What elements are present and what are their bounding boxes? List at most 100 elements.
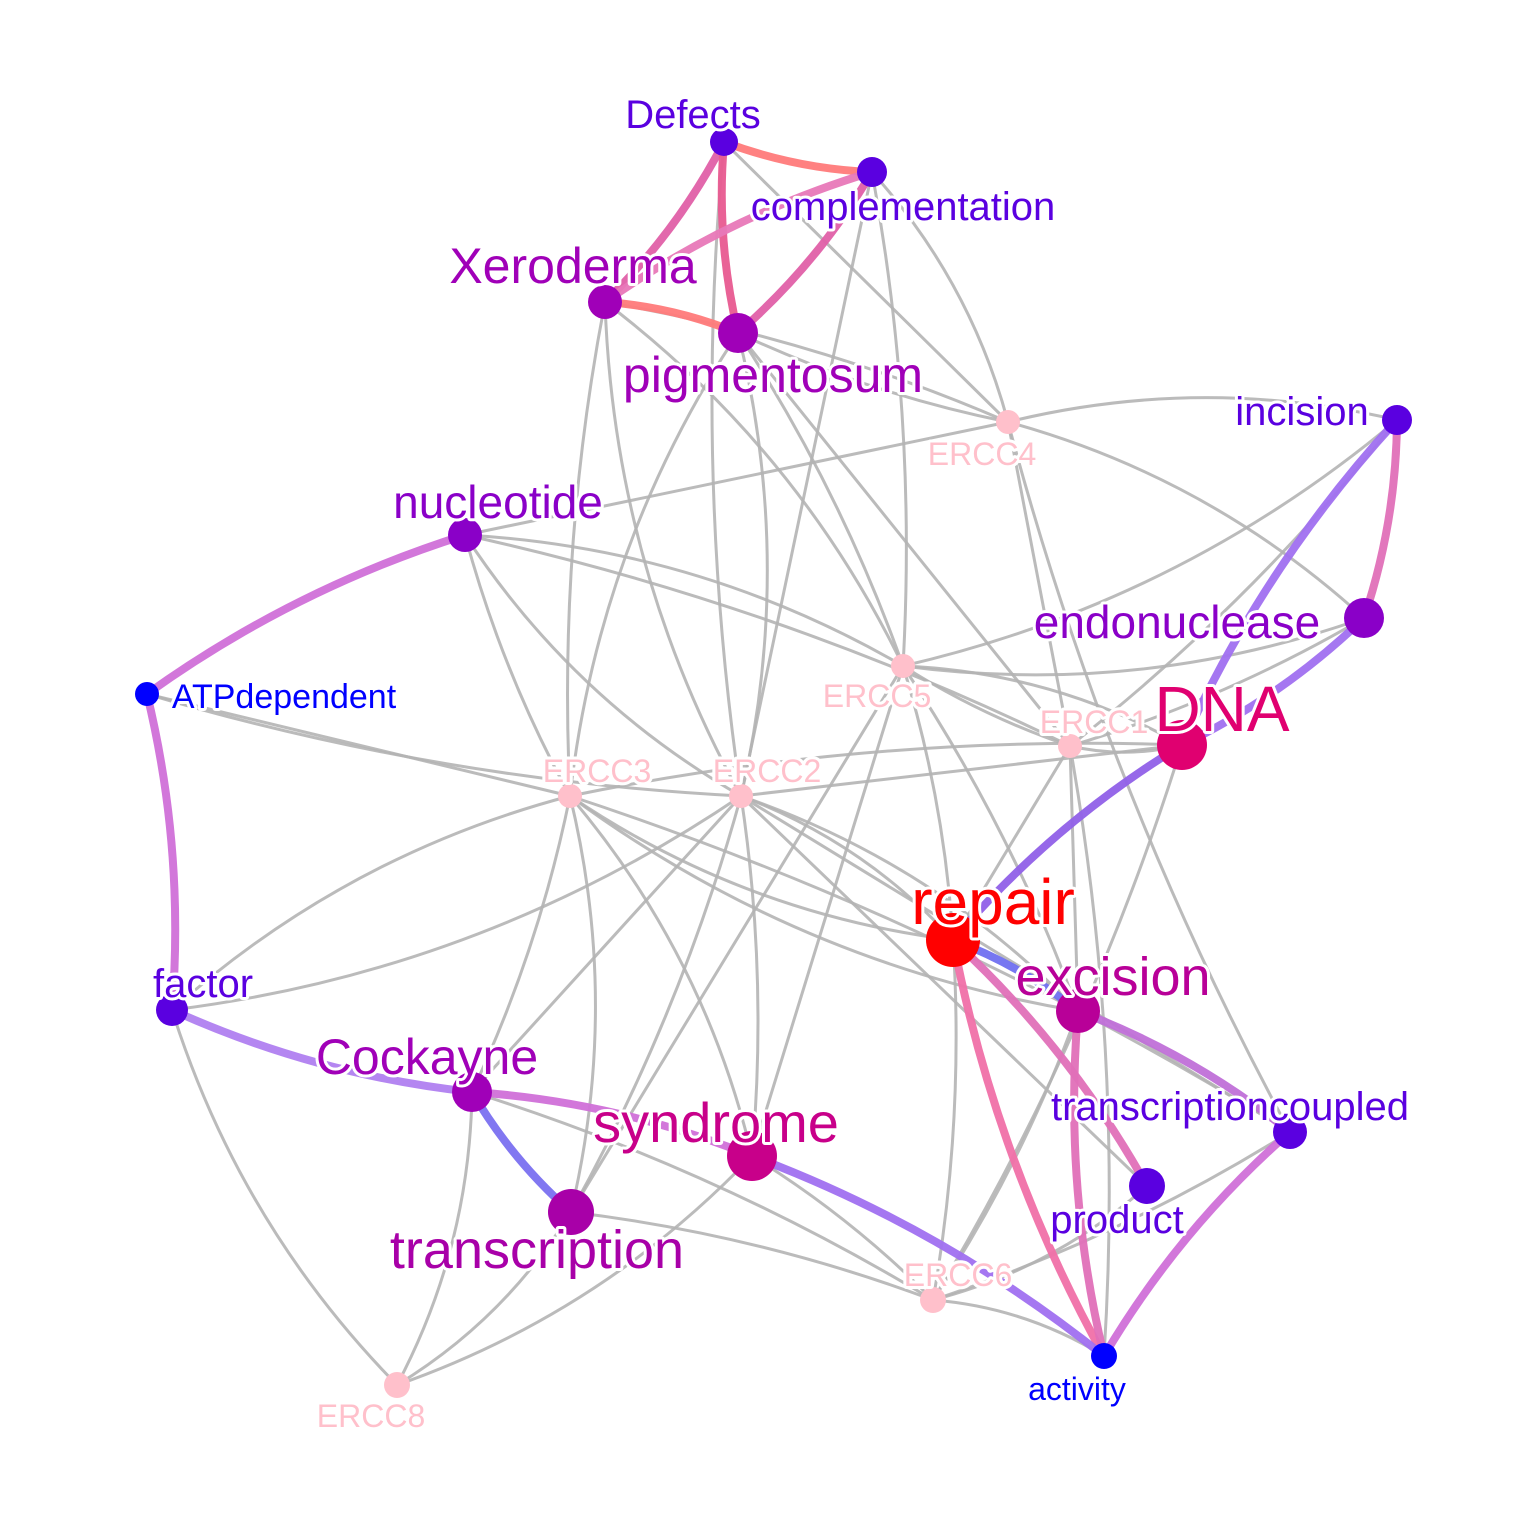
edge-ercc5-excision (901, 664, 1080, 1013)
edge-endonuclease-ercc4 (1006, 420, 1366, 620)
node-complementation (857, 157, 887, 187)
node-dna (1157, 720, 1207, 770)
edge-ercc3-syndrome (568, 794, 754, 1158)
edge-ercc2-transcription (569, 794, 743, 1214)
node-transcription (548, 1189, 594, 1235)
edge-ercc8-transcription (395, 1210, 573, 1387)
edge-incision-ercc4 (1006, 396, 1399, 424)
edge-ercc4-ercc1 (1006, 420, 1072, 748)
node-repair (926, 913, 980, 967)
edge-ercc5-repair (901, 664, 955, 942)
edge-dna-repair (949, 741, 1186, 944)
edge-complementation-ercc4 (870, 170, 1010, 424)
edge-ercc3-transcription (568, 794, 597, 1214)
node-labels: DefectscomplementationXerodermapigmentos… (150, 90, 1412, 1437)
node-ercc2 (729, 784, 753, 808)
edge-atpdependent-ercc3 (145, 692, 572, 798)
label-cockayne: Cockayne (316, 1029, 538, 1085)
node-ercc3 (558, 784, 582, 808)
edge-complementation-ercc2 (739, 170, 874, 798)
label-incision: incision (1235, 390, 1368, 434)
node-endonuclease (1344, 598, 1384, 638)
label-activity: activity (1028, 1371, 1126, 1407)
edge-ercc2-syndrome (739, 794, 760, 1158)
term-term-edges (143, 138, 1401, 1360)
label-atpdependent: ATPdependent (172, 678, 397, 716)
nodes (135, 128, 1412, 1398)
label-defects: Defects (625, 93, 761, 137)
node-nucleotide (448, 518, 482, 552)
label-ercc4: ERCC4 (928, 436, 1036, 472)
edge-ercc6-transcriptioncoupled (931, 1130, 1292, 1302)
edge-ercc6-transcription (569, 1210, 935, 1302)
label-ercc5: ERCC5 (823, 678, 931, 714)
edge-nucleotide-ercc3 (463, 533, 572, 798)
edge-ercc8-factor (170, 1008, 399, 1387)
label-xeroderma: Xeroderma (449, 238, 697, 294)
label-repair: repair (911, 866, 1075, 938)
node-cockayne (452, 1072, 492, 1112)
node-ercc1 (1058, 734, 1082, 758)
edge-endonuclease-dna (1178, 614, 1368, 749)
edge-defects-complementation (720, 138, 876, 176)
edge-nucleotide-ercc1 (463, 533, 1072, 748)
node-xeroderma (588, 285, 622, 319)
node-excision (1056, 989, 1100, 1033)
edge-ercc6-product (931, 1184, 1149, 1302)
node-factor (156, 994, 188, 1026)
node-ercc6 (920, 1287, 946, 1313)
node-syndrome (727, 1131, 777, 1181)
edge-ercc8-syndrome (395, 1154, 754, 1387)
edge-pigmentosum-ercc1 (736, 331, 1072, 748)
label-ercc2: ERCC2 (713, 753, 821, 789)
edge-ercc2-excision (739, 794, 1080, 1013)
edge-cockayne-syndrome (468, 1088, 756, 1160)
edge-defects-ercc4 (722, 140, 1010, 424)
label-ercc3: ERCC3 (543, 753, 651, 789)
edge-ercc2-product (739, 794, 1149, 1188)
edge-incision-endonuclease (1360, 416, 1401, 622)
edge-incision-ercc5 (901, 418, 1399, 668)
label-syndrome: syndrome (593, 1091, 839, 1154)
edge-ercc2-factor (170, 794, 743, 1012)
edge-ercc5-ercc1 (901, 664, 1072, 748)
label-ercc6: ERCC6 (904, 1257, 1012, 1293)
label-ercc8: ERCC8 (317, 1398, 425, 1434)
edge-endonuclease-ercc1 (1068, 616, 1366, 748)
label-dna: DNA (1154, 673, 1289, 745)
edge-ercc3-excision (568, 794, 1080, 1013)
edge-dna-ercc3 (568, 741, 1184, 798)
edge-complementation-pigmentosum (734, 168, 876, 337)
label-pigmentosum: pigmentosum (623, 347, 923, 403)
edge-pigmentosum-ercc2 (736, 331, 769, 798)
edge-cockayne-transcription (468, 1088, 575, 1216)
node-activity (1091, 1343, 1117, 1369)
edge-ercc5-transcription (569, 664, 905, 1214)
edge-ercc3-cockayne (470, 794, 572, 1094)
label-ercc1: ERCC1 (1040, 704, 1148, 740)
edge-nucleotide-ercc2 (463, 533, 743, 798)
edge-defects-pigmentosum (717, 138, 742, 337)
edge-ercc2-cockayne (470, 794, 743, 1094)
edge-xeroderma-ercc2 (603, 300, 743, 798)
edge-ercc5-syndrome (750, 664, 905, 1158)
edge-ercc6-cockayne (470, 1090, 935, 1302)
node-transcriptioncoupled (1273, 1115, 1307, 1149)
edge-nucleotide-atpdependent (143, 531, 469, 698)
edge-pigmentosum-ercc5 (736, 331, 905, 668)
node-ercc5 (891, 654, 915, 678)
edge-repair-product (949, 936, 1151, 1190)
label-nucleotide: nucleotide (393, 476, 603, 528)
edge-ercc1-activity (1068, 744, 1111, 1358)
node-ercc4 (996, 410, 1020, 434)
edge-ercc3-factor (170, 794, 572, 1012)
edge-ercc2-transcriptioncoupled (739, 794, 1292, 1134)
edge-atpdependent-factor (143, 690, 180, 1014)
label-transcriptioncoupled: transcriptioncoupled (1051, 1085, 1409, 1129)
edge-repair-activity (949, 936, 1108, 1360)
label-endonuclease: endonuclease (1034, 596, 1320, 648)
label-product: product (1050, 1198, 1183, 1242)
edge-nucleotide-ercc5 (463, 533, 905, 668)
label-excision: excision (1015, 947, 1210, 1007)
edge-excision-activity (1070, 1007, 1108, 1360)
